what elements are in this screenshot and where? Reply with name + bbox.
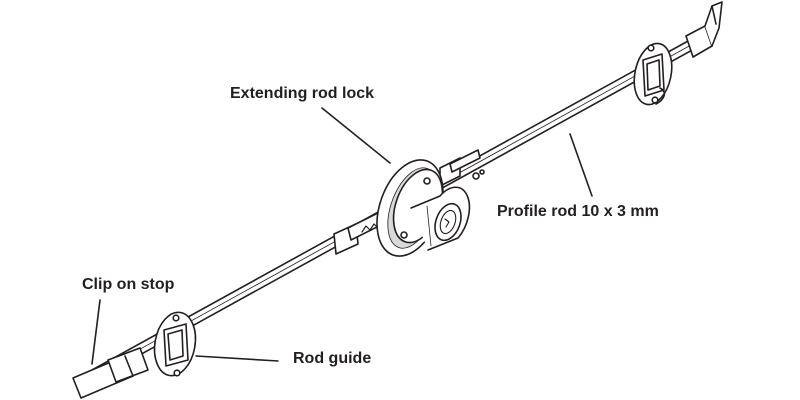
leader-extending-rod-lock	[321, 107, 391, 164]
profile-rod-label: Profile rod 10 x 3 mm	[497, 203, 659, 220]
right-rod-guide	[633, 42, 673, 106]
rod-guide-label: Rod guide	[293, 350, 372, 367]
leader-rod-guide	[195, 355, 279, 362]
leader-profile-rod	[569, 133, 593, 197]
rod-hole	[479, 169, 485, 175]
leader-clip-on-stop	[91, 299, 101, 365]
clip-on-stop-label: Clip on stop	[82, 276, 175, 293]
left-rod-guide	[153, 311, 197, 377]
extending-rod-lock	[333, 149, 481, 257]
rod-hole	[472, 172, 480, 180]
left-clip-on-stop	[72, 347, 149, 399]
extending-rod-lock-label: Extending rod lock	[230, 85, 375, 102]
right-clip-on-stop	[685, 1, 723, 58]
